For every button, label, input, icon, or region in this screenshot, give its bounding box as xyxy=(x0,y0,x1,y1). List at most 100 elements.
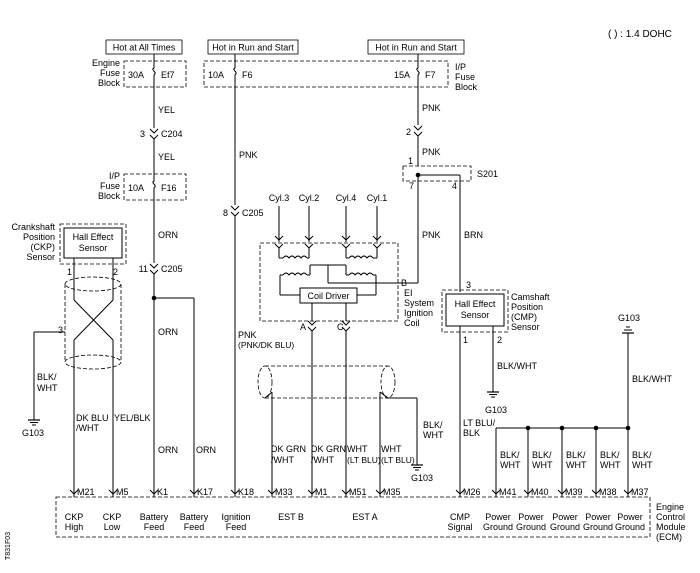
ecm-name-1: Engine xyxy=(656,502,684,512)
wire-pnk-label-3: PNK xyxy=(422,103,441,113)
wire-wht-label-ckp: /WHT xyxy=(76,423,99,433)
ecm-label-pg2-2: Ground xyxy=(516,522,546,532)
wire-orn-label-1: ORN xyxy=(158,230,178,240)
wire-pnk-alt-label: (PNK/DK BLU) xyxy=(238,340,294,350)
ecm-label-cmp-2: Signal xyxy=(447,522,472,532)
wire-yel-label-2: YEL xyxy=(158,152,175,162)
ecm-label-pg5-2: Ground xyxy=(615,522,645,532)
cmp-label-1: Camshaft xyxy=(511,292,550,302)
wire-brn-label: BRN xyxy=(464,230,483,240)
wire-blk-label-pg-2: BLK/ xyxy=(532,450,552,460)
coil-label-3: Ignition xyxy=(404,308,433,318)
fuse-f7-amp: 15A xyxy=(394,70,410,80)
ecm-pin-arrow xyxy=(375,489,385,495)
ecm-label-pg1-2: Ground xyxy=(483,522,513,532)
ecm-label-pg4-1: Power xyxy=(585,512,611,522)
ecm-pin-arrow xyxy=(267,489,277,495)
ip-fuse-f16-label-2: Fuse xyxy=(100,181,120,191)
fuse-ef7-symbol xyxy=(152,61,156,87)
ecm-label-ckp-low-2: Low xyxy=(104,522,121,532)
ecm-name-3: Module xyxy=(656,522,686,532)
fuse-ef7-amp: 30A xyxy=(128,70,144,80)
wire-wht-label-pg-1: WHT xyxy=(500,460,521,470)
ecm-pin-m39: M39 xyxy=(565,487,583,497)
ip-fuse-block-label-1: I/P xyxy=(455,62,466,72)
ecm-pin-arrow xyxy=(307,489,317,495)
wire-lt-blu-label-1: (LT BLU) xyxy=(347,455,381,465)
ecm-label-ckp-high-2: High xyxy=(65,522,84,532)
ecm-pin-m26: M26 xyxy=(463,487,481,497)
cyl2-label: Cyl.2 xyxy=(299,193,320,203)
ecm-pin-arrow xyxy=(455,489,465,495)
c205-pin: 11 xyxy=(139,264,148,274)
ckp-hall-label-1: Hall Effect xyxy=(73,232,114,242)
wire-yel-blk-label: YEL/BLK xyxy=(114,413,151,423)
wire-blk-label-cmp: BLK xyxy=(463,428,480,438)
ckp-shield xyxy=(64,276,122,370)
g103-ground-ckp xyxy=(27,411,41,426)
ecm-pin-arrow xyxy=(523,489,533,495)
ecm-pin-arrow xyxy=(491,489,501,495)
hot-at-all-times-box xyxy=(105,39,183,55)
ecm-pin-m35: M35 xyxy=(383,487,401,497)
ecm-box xyxy=(55,496,651,538)
ecm-pin-k18: K18 xyxy=(238,487,254,497)
coil-pin-b: B xyxy=(401,278,407,288)
ecm-label-ckp-low-1: CKP xyxy=(103,512,122,522)
fuse-f7-symbol xyxy=(416,61,420,87)
ecm-label-pg3-2: Ground xyxy=(550,522,580,532)
hot-at-all-times-label: Hot at All Times xyxy=(113,43,176,53)
coil-pin-c: C xyxy=(337,322,344,332)
ip-fuse-block-label-2: Fuse xyxy=(455,72,475,82)
hot-in-run-start-box-2 xyxy=(367,39,465,55)
ip-fuse-block-label-3: Block xyxy=(455,82,478,92)
wire-wht-label-pg-3: WHT xyxy=(566,460,587,470)
ckp-label-2: Position xyxy=(23,232,55,242)
wire-blk-wht-label-ckp-1: BLK/ xyxy=(37,372,57,382)
hot-in-run-start-label-1: Hot in Run and Start xyxy=(212,43,294,53)
wire-wht-label-pg-2: WHT xyxy=(532,460,553,470)
ecm-pin-k17: K17 xyxy=(197,487,213,497)
splice-dot-gnd-4 xyxy=(625,425,631,431)
cmp-label-4: Sensor xyxy=(511,322,540,332)
cyl1-label: Cyl.1 xyxy=(367,193,388,203)
ip-fuse-f16-label-3: Block xyxy=(98,191,121,201)
wire-pnk-label-5: PNK xyxy=(422,230,441,240)
ckp-hall-label-2: Sensor xyxy=(79,243,108,253)
ip-fuse-f16-label-1: I/P xyxy=(109,171,120,181)
cyl4-label: Cyl.4 xyxy=(336,193,357,203)
ecm-pin-arrow xyxy=(149,489,159,495)
wire-orn-label-3: ORN xyxy=(158,445,178,455)
wire-wht-label-pg-4: WHT xyxy=(600,460,621,470)
wire-lt-blu-label-cmp: LT BLU/ xyxy=(463,418,496,428)
ecm-pin-arrow xyxy=(189,489,199,495)
wire-wht-label-2: /WHT xyxy=(311,455,334,465)
wire-pnk-label-2: PNK xyxy=(238,330,257,340)
ecm-label-pg5-1: Power xyxy=(617,512,643,522)
wire-orn-label-2: ORN xyxy=(158,327,178,337)
wire-wht-label-1: /WHT xyxy=(271,455,294,465)
ecm-pin-k1: K1 xyxy=(157,487,168,497)
coil-label-4: Coil xyxy=(404,318,420,328)
ecm-pin-m40: M40 xyxy=(531,487,549,497)
ecm-label-est-b: EST B xyxy=(278,512,304,522)
engine-fuse-block-label-2: Fuse xyxy=(100,68,120,78)
ecm-pin-m1: M1 xyxy=(315,487,328,497)
ecm-pin-m41: M41 xyxy=(499,487,517,497)
wire-dk-blu-label: DK BLU xyxy=(76,413,109,423)
engine-fuse-block-box xyxy=(123,60,187,88)
ecm-label-battery-1: Battery xyxy=(140,512,169,522)
s201-label: S201 xyxy=(477,169,498,179)
ckp-label-4: Sensor xyxy=(26,252,55,262)
ecm-pin-arrow xyxy=(108,489,118,495)
cmp-hall-box xyxy=(445,293,505,327)
ecm-label-pg1-1: Power xyxy=(485,512,511,522)
ecm-label-pg4-2: Ground xyxy=(583,522,613,532)
g103-label-cmp: G103 xyxy=(485,405,507,415)
s201-pin-in: 1 xyxy=(408,156,413,166)
wire-dk-grn-label-2: DK GRN xyxy=(311,444,346,454)
wire-blk-label-pg-3: BLK/ xyxy=(566,450,586,460)
ecm-label-pg3-1: Power xyxy=(552,512,578,522)
coil-label-2: System xyxy=(404,298,434,308)
